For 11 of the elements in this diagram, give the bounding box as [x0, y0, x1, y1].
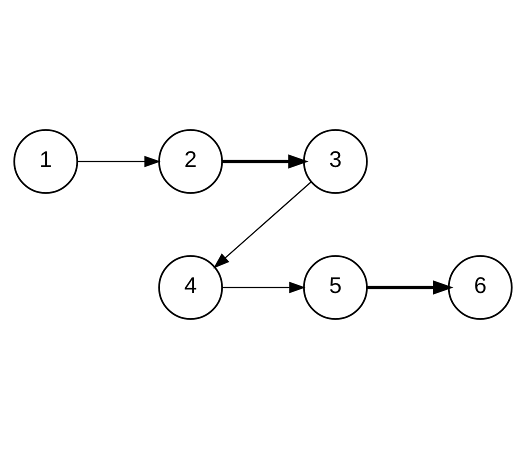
arrow: [213, 182, 312, 268]
arrow: [222, 282, 306, 294]
arrow: [367, 280, 454, 295]
node-circle: 3: [303, 129, 368, 194]
node-circle: 5: [303, 255, 368, 320]
node-circle: 2: [158, 129, 223, 194]
arrow: [222, 154, 309, 169]
node-circle: 6: [448, 255, 513, 320]
node-circle: 1: [13, 129, 78, 194]
arrow: [78, 156, 161, 168]
node-circle: 4: [158, 255, 223, 320]
